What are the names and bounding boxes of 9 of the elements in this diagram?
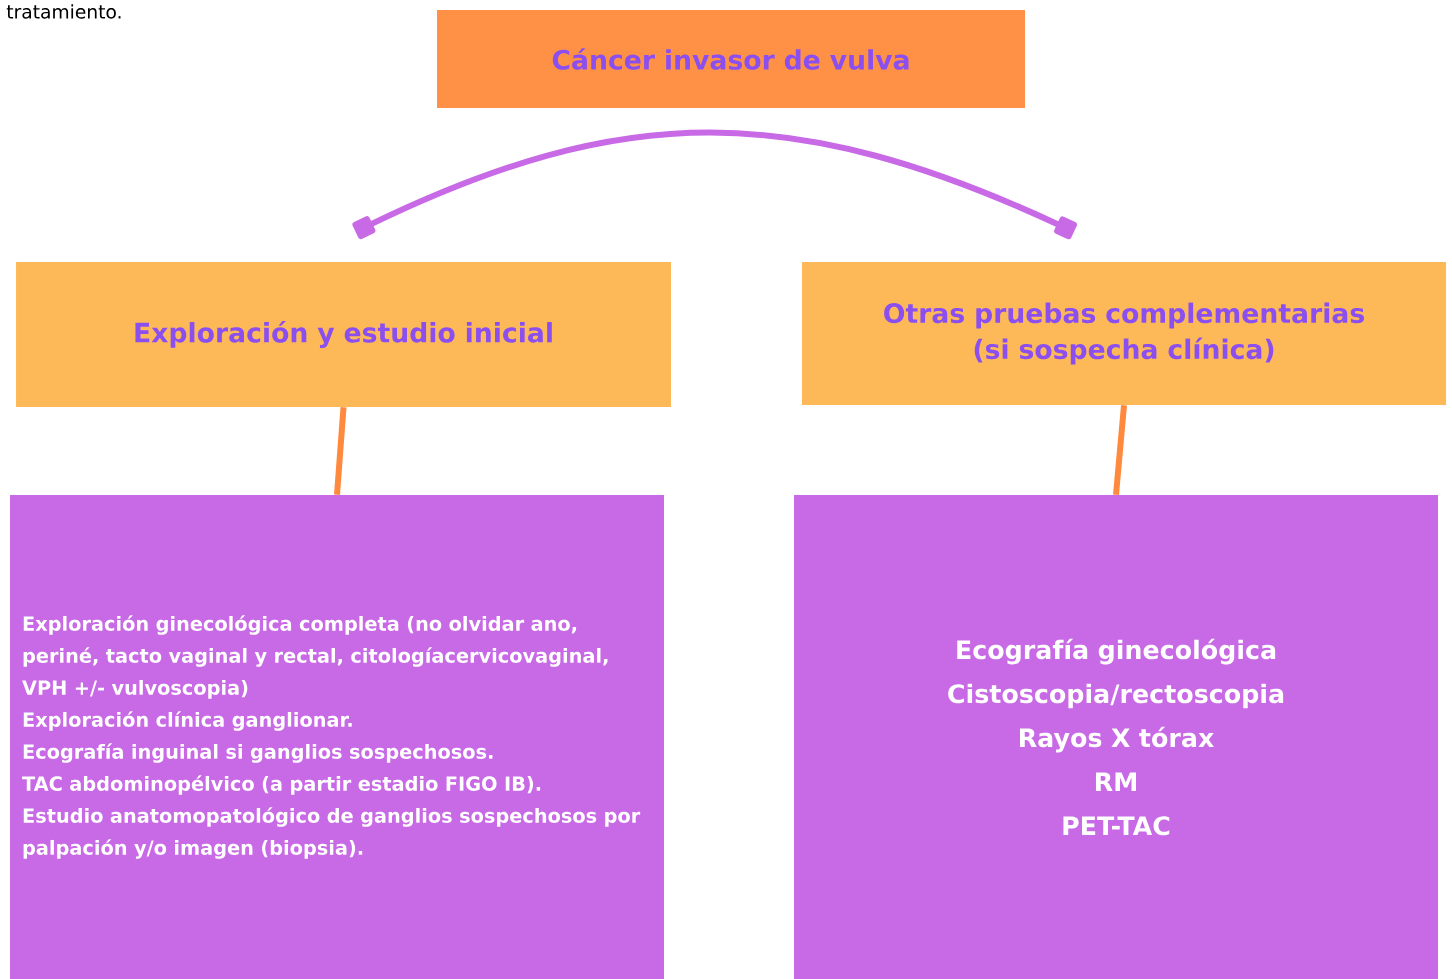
heading-box: Otras pruebas complementarias (si sospecha clínica) [802, 262, 1446, 405]
title-box: Cáncer invasor de vulva [437, 10, 1025, 108]
connector [352, 129, 1077, 240]
connector [1113, 404, 1127, 495]
connector [334, 407, 347, 495]
content-box: Ecografía ginecológica Cistoscopia/rectoscopia Rayos X tórax RM PET-TAC [794, 495, 1438, 979]
note-text: tratamiento. [6, 4, 121, 19]
heading-box: Exploración y estudio inicial [16, 261, 671, 408]
content-box: Exploración ginecológica completa (no olvidar ano, periné, tacto vaginal y rectal, citologíacervicovaginal, VPH +/- vulvoscopia) Exploración clínica ganglionar. Ecografía inguinal si ganglios sospechosos. TAC abdominopélvico (a partir estadio FIGO IB). Estudio anatomopatológico de ganglios sospechosos por palpación y/o imagen (biopsia). [10, 495, 664, 979]
